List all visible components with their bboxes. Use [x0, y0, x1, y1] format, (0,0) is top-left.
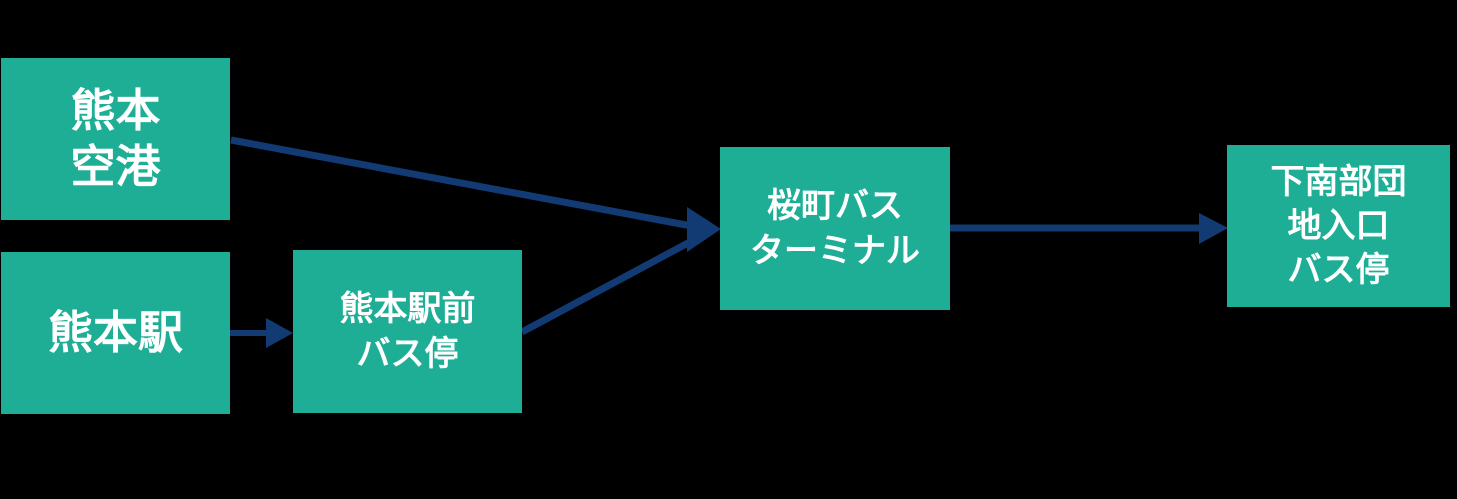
node-kumamoto-airport: 熊本 空港 — [1, 58, 230, 220]
edge-airport-to-terminal — [230, 136, 698, 231]
node-sakuramachi-bus-terminal: 桜町バス ターミナル — [720, 147, 950, 310]
arrowhead-into-station-stop — [266, 318, 293, 348]
arrowhead-into-danchi — [1199, 213, 1228, 244]
node-kumamoto-station: 熊本駅 — [1, 252, 230, 414]
arrowhead-into-terminal — [687, 207, 721, 252]
node-kumamoto-station-bus-stop: 熊本駅前 バス停 — [293, 250, 522, 413]
edge-station-stop-to-terminal — [520, 232, 703, 336]
node-shimonabe-danchi-entrance-bus-stop: 下南部団 地入口 バス停 — [1227, 145, 1450, 307]
